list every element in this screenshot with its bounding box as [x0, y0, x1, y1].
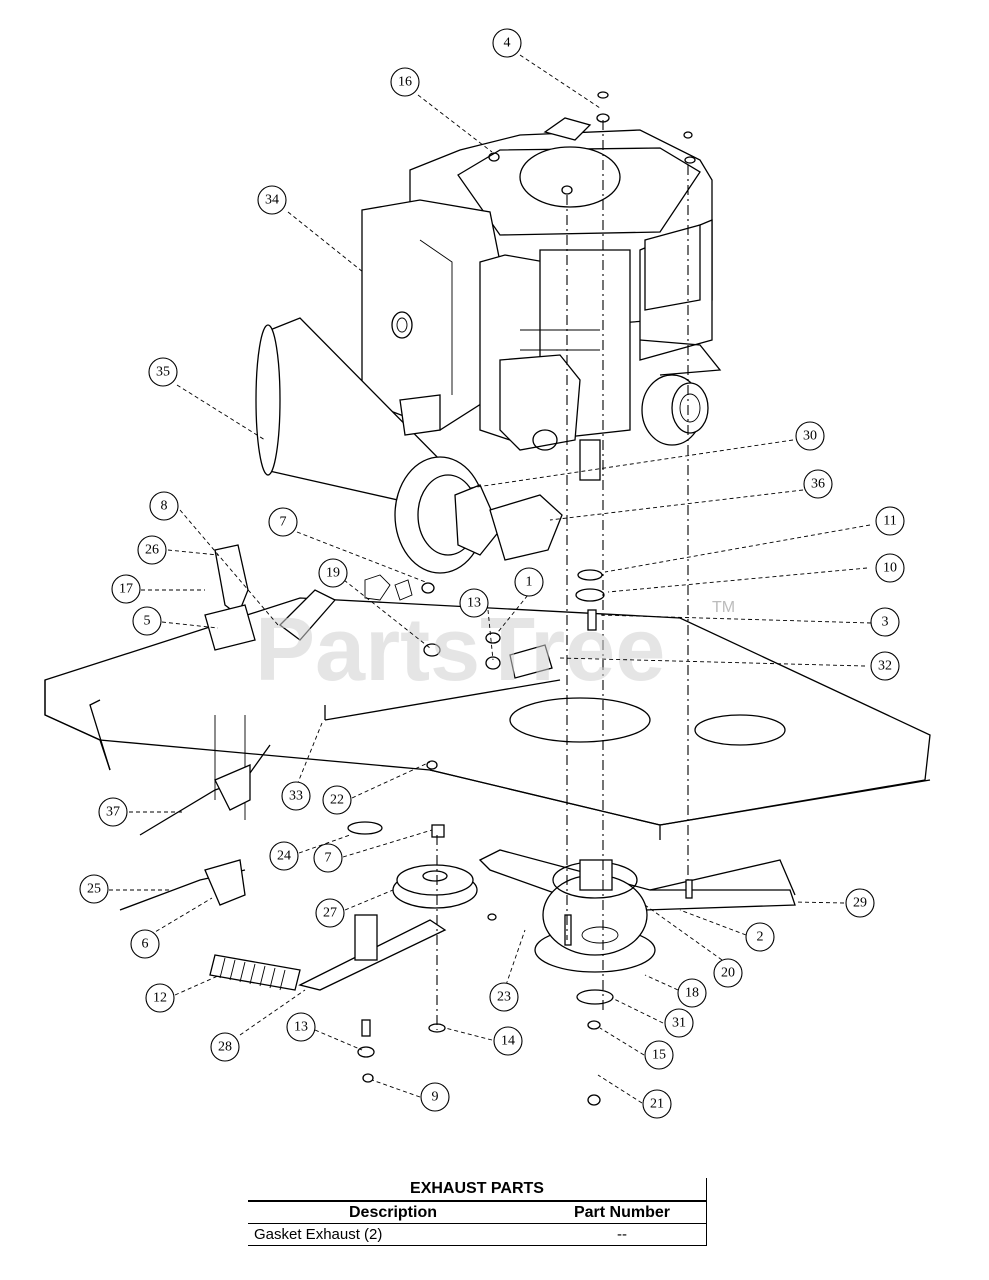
callout-number: 11	[883, 514, 896, 529]
header-part-number: Part Number	[573, 1204, 671, 1221]
callout-3: 3	[870, 607, 900, 637]
callout-number: 2	[757, 930, 764, 945]
leader-lines	[109, 54, 872, 1104]
callout-18: 18	[677, 978, 707, 1008]
row-description: Gasket Exhaust (2)	[254, 1226, 383, 1243]
callout-number: 31	[672, 1016, 686, 1031]
row-part-number: --	[617, 1226, 627, 1243]
callout-number: 25	[87, 882, 101, 897]
watermark-trademark: TM	[712, 599, 735, 616]
callout-number: 36	[811, 477, 825, 492]
callout-number: 32	[878, 659, 892, 674]
callout-13: 13	[286, 1012, 316, 1042]
callout-number: 29	[853, 896, 867, 911]
callout-number: 26	[145, 543, 159, 558]
callout-12: 12	[145, 983, 175, 1013]
callout-number: 1	[526, 575, 533, 590]
watermark: PartsTree TM	[255, 599, 735, 700]
callout-36: 36	[803, 469, 833, 499]
callout-29: 29	[845, 888, 875, 918]
muffler-drawing	[255, 317, 563, 574]
callout-number: 23	[497, 990, 511, 1005]
callout-32: 32	[870, 651, 900, 681]
callout-number: 10	[883, 561, 897, 576]
watermark-text: PartsTree	[255, 600, 665, 700]
callout-number: 16	[398, 75, 412, 90]
callout-15: 15	[644, 1040, 674, 1070]
callout-2: 2	[745, 922, 775, 952]
callout-number: 12	[153, 991, 167, 1006]
callout-number: 20	[721, 966, 735, 981]
engine-drawing	[361, 91, 722, 451]
callout-number: 13	[467, 596, 481, 611]
callout-number: 27	[323, 906, 337, 921]
callout-number: 14	[501, 1034, 515, 1049]
callout-number: 4	[504, 36, 511, 51]
callout-number: 34	[265, 193, 279, 208]
callout-number: 15	[652, 1048, 666, 1063]
exhaust-parts-table: EXHAUST PARTS Description Part Number Ga…	[248, 1178, 707, 1246]
callout-20: 20	[713, 958, 743, 988]
callout-26: 26	[137, 535, 167, 565]
callout-21: 21	[642, 1089, 672, 1119]
callout-number: 28	[218, 1040, 232, 1055]
callout-number: 33	[289, 789, 303, 804]
callout-17: 17	[111, 574, 141, 604]
callout-6: 6	[130, 929, 160, 959]
callout-number: 30	[803, 429, 817, 444]
callout-5: 5	[132, 606, 162, 636]
table-title: EXHAUST PARTS	[410, 1180, 544, 1197]
lower-assembly-drawing	[119, 744, 796, 1106]
callout-number: 24	[277, 849, 291, 864]
callout-25: 25	[79, 874, 109, 904]
callout-number: 6	[142, 937, 149, 952]
callout-27: 27	[315, 898, 345, 928]
header-description: Description	[348, 1204, 437, 1221]
assembly-axis-lines	[436, 120, 689, 1030]
callout-35: 35	[148, 357, 178, 387]
callout-number: 18	[685, 986, 699, 1001]
table-row: Gasket Exhaust (2) --	[248, 1224, 706, 1246]
callout-11: 11	[875, 506, 905, 536]
callout-number: 7	[325, 851, 332, 866]
callout-number: 22	[330, 793, 344, 808]
exploded-parts-diagram: PartsTree TM	[44, 28, 931, 1119]
callout-number: 7	[280, 515, 287, 530]
callout-number: 8	[161, 499, 168, 514]
callout-number: 17	[119, 582, 133, 597]
callout-9: 9	[420, 1082, 450, 1112]
callout-19: 19	[318, 558, 348, 588]
callout-4: 4	[492, 28, 522, 58]
callout-13: 13	[459, 588, 489, 618]
callout-7: 7	[313, 843, 343, 873]
callout-number: 5	[144, 614, 151, 629]
callout-number: 3	[882, 615, 889, 630]
callout-22: 22	[322, 785, 352, 815]
callout-14: 14	[493, 1026, 523, 1056]
callout-24: 24	[269, 841, 299, 871]
callout-number: 13	[294, 1020, 308, 1035]
callout-16: 16	[390, 67, 420, 97]
callout-31: 31	[664, 1008, 694, 1038]
callout-28: 28	[210, 1032, 240, 1062]
deck-frame-drawing	[44, 597, 931, 840]
callout-1: 1	[514, 567, 544, 597]
callout-23: 23	[489, 982, 519, 1012]
callout-34: 34	[257, 185, 287, 215]
table-header-row: Description Part Number	[248, 1200, 706, 1224]
callout-number: 9	[432, 1090, 439, 1105]
callout-8: 8	[149, 491, 179, 521]
callout-number: 35	[156, 365, 170, 380]
bracket-parts-drawing	[204, 439, 605, 679]
callout-number: 19	[326, 566, 340, 581]
callout-30: 30	[795, 421, 825, 451]
callout-number: 37	[106, 805, 120, 820]
callout-33: 33	[281, 781, 311, 811]
callout-7: 7	[268, 507, 298, 537]
callout-37: 37	[98, 797, 128, 827]
callout-number: 21	[650, 1097, 664, 1112]
callout-10: 10	[875, 553, 905, 583]
